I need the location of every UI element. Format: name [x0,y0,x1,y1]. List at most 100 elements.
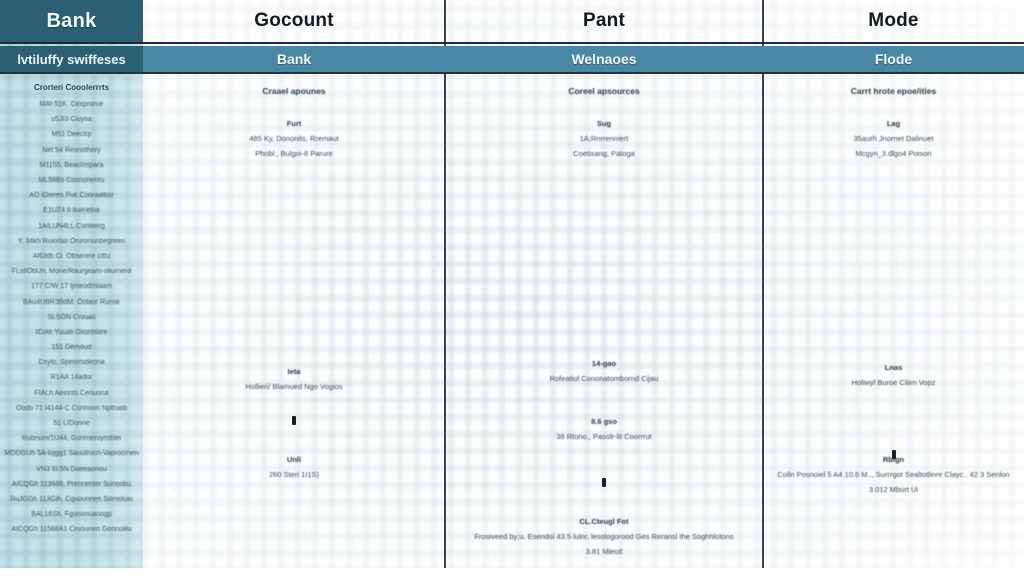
group-heading: Sug [596,119,612,128]
sidebar-list-item[interactable]: SLSON Crouas [47,313,96,321]
bullet-marker-icon [292,416,296,425]
column-header-gocount: Gocount [143,0,445,44]
column-band-gocount: Bank [143,46,445,74]
sidebar-list-item[interactable]: MAt-51K. Cexprorue [39,101,104,109]
sidebar-list-item[interactable]: 51 LIDonne [53,420,90,428]
column-section-title: Coreel apsources [568,86,640,96]
sidebar [0,0,143,570]
sidebar-list-item[interactable]: 151 Démoud [51,344,92,352]
sidebar-list-item[interactable]: M51 Deeclrp [51,131,92,139]
group-line: 3.012 Mburt Ui [868,485,919,494]
column-header-label: Mode [868,10,919,31]
group-heading: Lnas [884,363,903,372]
group-heading: 8.6 gso [591,417,617,426]
column-band-mode: Flode [763,46,1024,74]
sidebar-subheader: lvtiluffy swiffeses [0,46,143,74]
bullet-marker-icon [602,478,606,487]
group-line: 38 Rtuno,, Pasolr-lit Coorrrut [556,432,652,441]
sidebar-list-item[interactable]: AICQGh 113688, Prennenler Sunoobu [11,480,132,488]
sidebar-list-item[interactable]: AfGldti Cl. Obserere cittu [32,252,111,260]
brand-cell: Bank [0,0,143,44]
column-band-pant: Welnaoes [445,46,763,74]
group-line: Mcgyn_3.dlgo4 Poison [855,149,932,158]
content-group: 8.6 gso 38 Rtuno,, Pasolr-lit Coorrrut [449,414,759,444]
sidebar-list-item[interactable]: Oodo 71 I4144-C Corinoon Nptruab [16,404,127,412]
column-section-title: Craael apounes [262,86,326,96]
sidebar-list-item[interactable]: 1AILUN4LL Cunteerg [38,222,105,230]
brand-title: Bank [46,9,97,32]
sidebar-list-item[interactable]: VN3 I0.5N Doeeaonou [36,465,107,473]
sidebar-list-item[interactable]: MODGUh 5A-lujgg1 Sauutrucn-Vaprocrnen [4,450,139,458]
group-heading: Furt [286,119,302,128]
group-line: Coetixang, Patoga [573,149,635,158]
group-heading: Lag [886,119,901,128]
sidebar-list-item[interactable]: Criylo, Speorrodeona [38,359,105,367]
sidebar-list-item[interactable]: u5JI3 Ciuysa [51,116,92,124]
sidebar-list-item[interactable]: BAL16Sh. Fgunonuanogp [31,511,112,519]
group-heading: Rbign [882,455,905,464]
column-header-label: Pant [583,10,625,31]
group-line: Holiwyl Buroe Cliirn Vopz [851,378,936,387]
group-line: 485 Ky, Dononits, Rremaut [249,134,339,143]
sidebar-list-item[interactable]: Y. 34kh Ruiorlali Oruronunbegreen [17,237,126,245]
column-header-pant: Pant [445,0,763,44]
sidebar-shading [0,0,143,570]
sidebar-list-item[interactable]: AO IDieres Puk Cooraalbsr [29,192,114,200]
sidebar-list-title: Crorteri Cooolerrrts [33,83,110,92]
bullet-marker-icon [891,450,896,459]
sidebar-grid-texture [0,0,143,570]
sidebar-list-item[interactable]: E1UZ4 Il Ilueretna [43,207,100,215]
group-line: 260 Steri 1I1S) [268,470,320,479]
column-header-mode: Mode [763,0,1024,44]
sidebar-list-item[interactable]: M1155, Beaclrispara [39,161,104,169]
column-band-label: Bank [276,51,312,67]
sidebar-list-item[interactable]: Net 54 Resnothery [42,146,101,154]
sidebar-list-item[interactable]: ICotir Yuuali Oxontilare [35,328,108,336]
group-line: Colln Posnoiel 5 A4 10.6 M.., Surrrgot S… [777,470,1010,479]
sidebar-list-item[interactable]: FLstlObUn, Mone/Raurgearn-oliurnerd [11,268,132,276]
column-header-label: Gocount [254,10,334,31]
sidebar-list-item[interactable]: 177 C/W 17 Ijmeodmlaam [31,283,112,291]
group-heading: Unli [286,455,302,464]
group-line: Phobl., Bulgoi-8 Parure [255,149,333,158]
sidebar-list-item[interactable]: RuJGGh 113Glh, Cquounnen Sornoluiu [10,495,133,503]
sidebar-list: Crorteri Cooolerrrts MAt-51K. Cexprorue u… [0,80,143,537]
content-group: Unli 260 Steri 1I1S) [147,452,441,482]
sidebar-list-item[interactable]: Rubnum/1U44, Gunrneroyroblei [21,435,122,443]
group-heading: Ieta [287,367,301,376]
column-band-label: Welnaoes [571,51,637,67]
group-heading: CL.Cteugl Fot [579,517,629,526]
bottom-strip [0,568,1024,576]
group-line: 35aurh Jnornet Dalinuet [853,134,934,143]
sidebar-list-item[interactable]: R1AA 14ador [50,374,93,382]
group-line: 3.81 Mleotl [585,547,623,556]
column-divider-1 [444,0,446,576]
sidebar-list-item[interactable]: FIALh Aeirints Cenuona [34,389,109,397]
column-divider-2 [762,0,764,576]
sidebar-list-item[interactable]: ML56Bs Cosnonereu [38,177,105,185]
group-line: 1A;Rnrrenniert [579,134,629,143]
sidebar-subheader-label: lvtiluffy swiffeses [17,51,126,67]
group-heading: 14-gao [591,359,617,368]
column-band-label: Flode [874,51,913,67]
group-line: Frosiveed by;u, Esendsi 43.5 lulnr, less… [474,532,734,541]
sidebar-list-item[interactable]: AICQGh 11568A1 Cruounen Gonnolilu [11,526,132,534]
group-line: Hollieri/ Blamued Ngo Vogios [245,382,343,391]
sidebar-list-item[interactable]: BAu4UBR3BdM. Oolaor Runsk [23,298,120,306]
group-line: Rofeatiol Cononatombornd Cijau [549,374,659,383]
